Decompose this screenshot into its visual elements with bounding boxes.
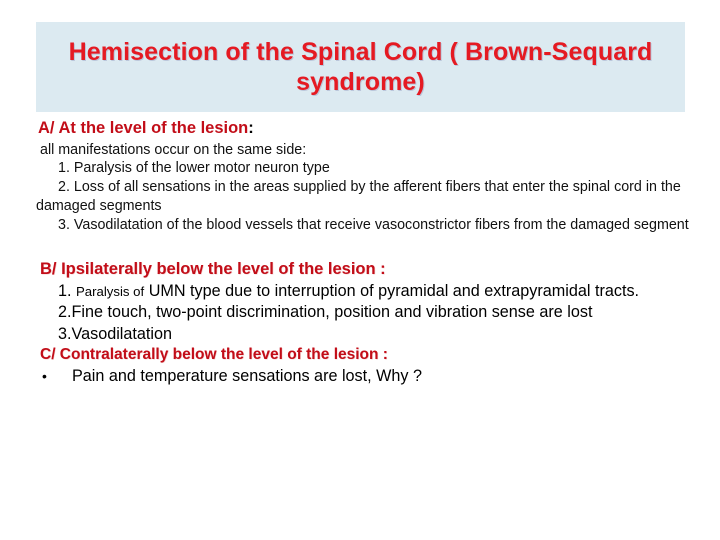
section-c-bullet-text: Pain and temperature sensations are lost… (72, 366, 423, 385)
section-b-item-1-small-text: Paralysis of (76, 283, 145, 299)
section-b-item-1: 1. Paralysis of UMN type due to interrup… (36, 281, 694, 303)
section-a-item-2: 2. Loss of all sensations in the areas s… (36, 179, 681, 215)
section-a-heading-text: A/ At the level of the lesion (38, 119, 249, 137)
section-c-bullet-item: • Pain and temperature sensations are lo… (42, 366, 694, 387)
section-spacer (36, 235, 694, 259)
page-title: Hemisection of the Spinal Cord ( Brown-S… (68, 37, 653, 97)
bullet-point-icon: • (42, 367, 47, 384)
title-banner: Hemisection of the Spinal Cord ( Brown-S… (36, 22, 685, 112)
section-a-lead: all manifestations occur on the same sid… (40, 141, 307, 158)
slide-body: A/ At the level of the lesion: all manif… (36, 118, 694, 387)
section-a-item-3: 3. Vasodilatation of the blood vessels t… (58, 217, 689, 234)
section-b-item-2: 2.Fine touch, two-point discrimination, … (58, 303, 593, 322)
section-a-heading: A/ At the level of the lesion: (38, 118, 694, 139)
section-a-item-1: 1. Paralysis of the lower motor neuron t… (58, 160, 330, 177)
section-b-heading: B/ Ipsilaterally below the level of the … (40, 259, 386, 278)
section-c-heading: C/ Contralaterally below the level of th… (40, 346, 388, 364)
section-c: C/ Contralaterally below the level of th… (36, 345, 694, 386)
section-b: B/ Ipsilaterally below the level of the … (36, 259, 694, 345)
section-b-item-1-number: 1. (58, 281, 72, 300)
section-b-item-1-text: UMN type due to interruption of pyramida… (148, 281, 640, 300)
section-a-heading-colon: : (248, 119, 254, 137)
section-b-item-3: 3.Vasodilatation (58, 324, 172, 343)
section-a: A/ At the level of the lesion: all manif… (36, 118, 694, 235)
